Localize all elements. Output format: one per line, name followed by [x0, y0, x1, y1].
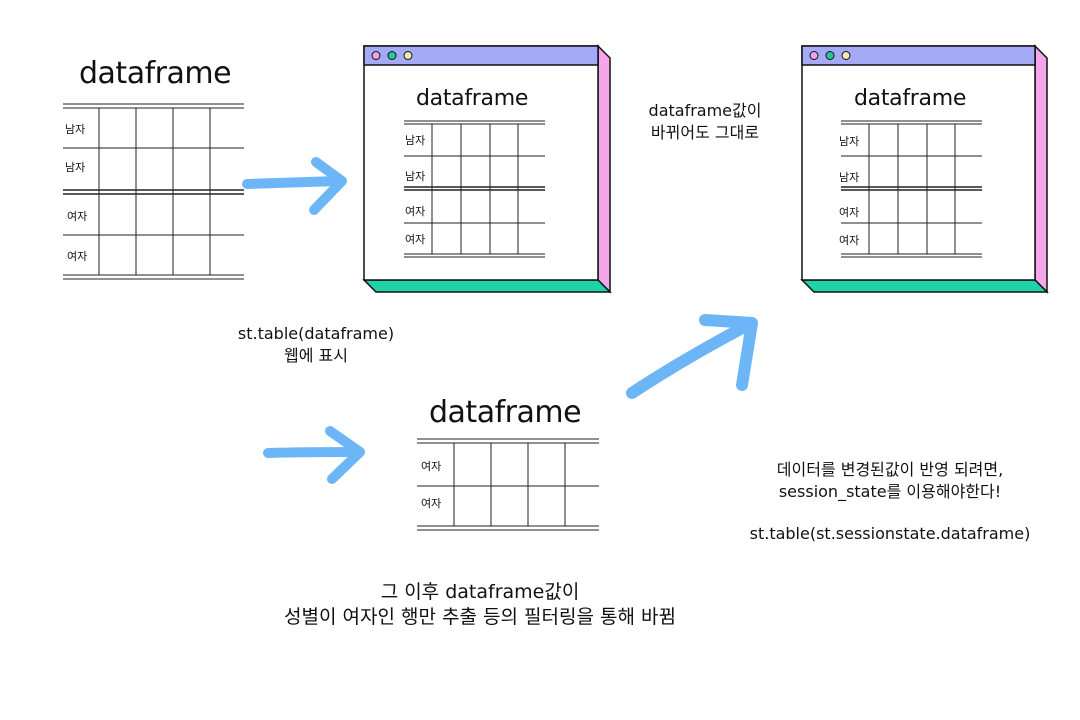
window-1-row-label: 여자: [405, 233, 426, 246]
st-table-caption: st.table(dataframe) 웹에 표시: [216, 323, 416, 367]
window-2-row-label: 남자: [839, 135, 860, 148]
filtered-table-title: dataframe: [429, 395, 582, 430]
window-1-title: dataframe: [416, 86, 529, 111]
left-table-row-label: 여자: [67, 210, 88, 223]
browser-window-1: [362, 44, 612, 294]
filtered-table-row-label: 여자: [421, 497, 442, 510]
window-1-row-label: 여자: [405, 205, 426, 218]
left-table-row-label: 여자: [67, 250, 88, 263]
unchanged-caption: dataframe값이 바뀌어도 그대로: [630, 100, 780, 144]
window-2-row-label: 여자: [839, 206, 860, 219]
filter-caption: 그 이후 dataframe값이 성별이 여자인 행만 추출 등의 필터링을 통…: [220, 580, 740, 630]
window-1-row-label: 남자: [405, 170, 426, 183]
unchanged-caption-line2: 바뀌어도 그대로: [650, 123, 760, 142]
window-2-row-label: 여자: [839, 234, 860, 247]
left-table-grid: [63, 103, 244, 280]
arrow-to-filtered-table: [263, 426, 365, 484]
arrow-to-window-2: [626, 314, 758, 399]
filtered-table-grid: [417, 438, 599, 531]
session-state-caption-line1: 데이터를 변경된값이 반영 되려면,: [776, 460, 1004, 479]
browser-window-2: [800, 44, 1049, 294]
unchanged-caption-line1: dataframe값이: [648, 101, 762, 120]
left-table-row-label: 남자: [65, 123, 86, 136]
window-2-row-label: 남자: [839, 171, 860, 184]
left-table-title: dataframe: [79, 56, 232, 91]
window-1-row-label: 남자: [405, 134, 426, 147]
filter-caption-line1: 그 이후 dataframe값이: [380, 581, 580, 603]
st-table-caption-line2: 웹에 표시: [284, 346, 348, 365]
arrow-to-window-1: [242, 157, 347, 215]
session-state-code: st.table(st.sessionstate.dataframe): [749, 524, 1031, 543]
filter-caption-line2: 성별이 여자인 행만 추출 등의 필터링을 통해 바뀜: [284, 606, 676, 628]
left-table-row-label: 남자: [65, 161, 86, 174]
st-table-caption-line1: st.table(dataframe): [237, 324, 395, 343]
window-2-title: dataframe: [854, 86, 967, 111]
filtered-table-row-label: 여자: [421, 460, 442, 473]
session-state-caption-line2: session_state를 이용해야한다!: [778, 482, 1002, 501]
session-state-caption: 데이터를 변경된값이 반영 되려면, session_state를 이용해야한다…: [720, 459, 1060, 503]
